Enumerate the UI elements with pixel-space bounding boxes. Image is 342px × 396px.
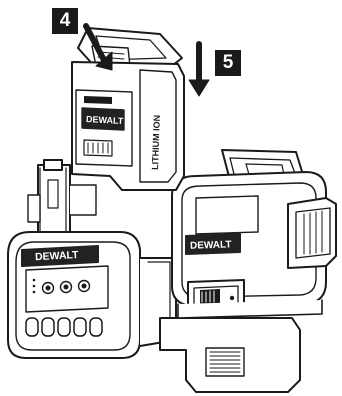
step-5-number: 5 — [222, 52, 234, 73]
step-4-badge: 4 — [52, 8, 78, 34]
slide-down-arrow-icon — [188, 41, 210, 97]
mount-brand-label: DEWALT — [35, 249, 80, 263]
push-arrow-icon — [83, 23, 113, 71]
battery-chemistry-label: LITHIUM ION — [150, 115, 162, 170]
step-4-number: 4 — [59, 10, 71, 31]
laser-brand-label: DEWALT — [190, 239, 232, 251]
battery-brand-label: DEWALT — [86, 114, 124, 126]
battery-pack — [71, 27, 185, 191]
magnetic-mount — [7, 159, 301, 393]
step-5-badge: 5 — [215, 50, 241, 76]
laser-level — [171, 149, 337, 319]
